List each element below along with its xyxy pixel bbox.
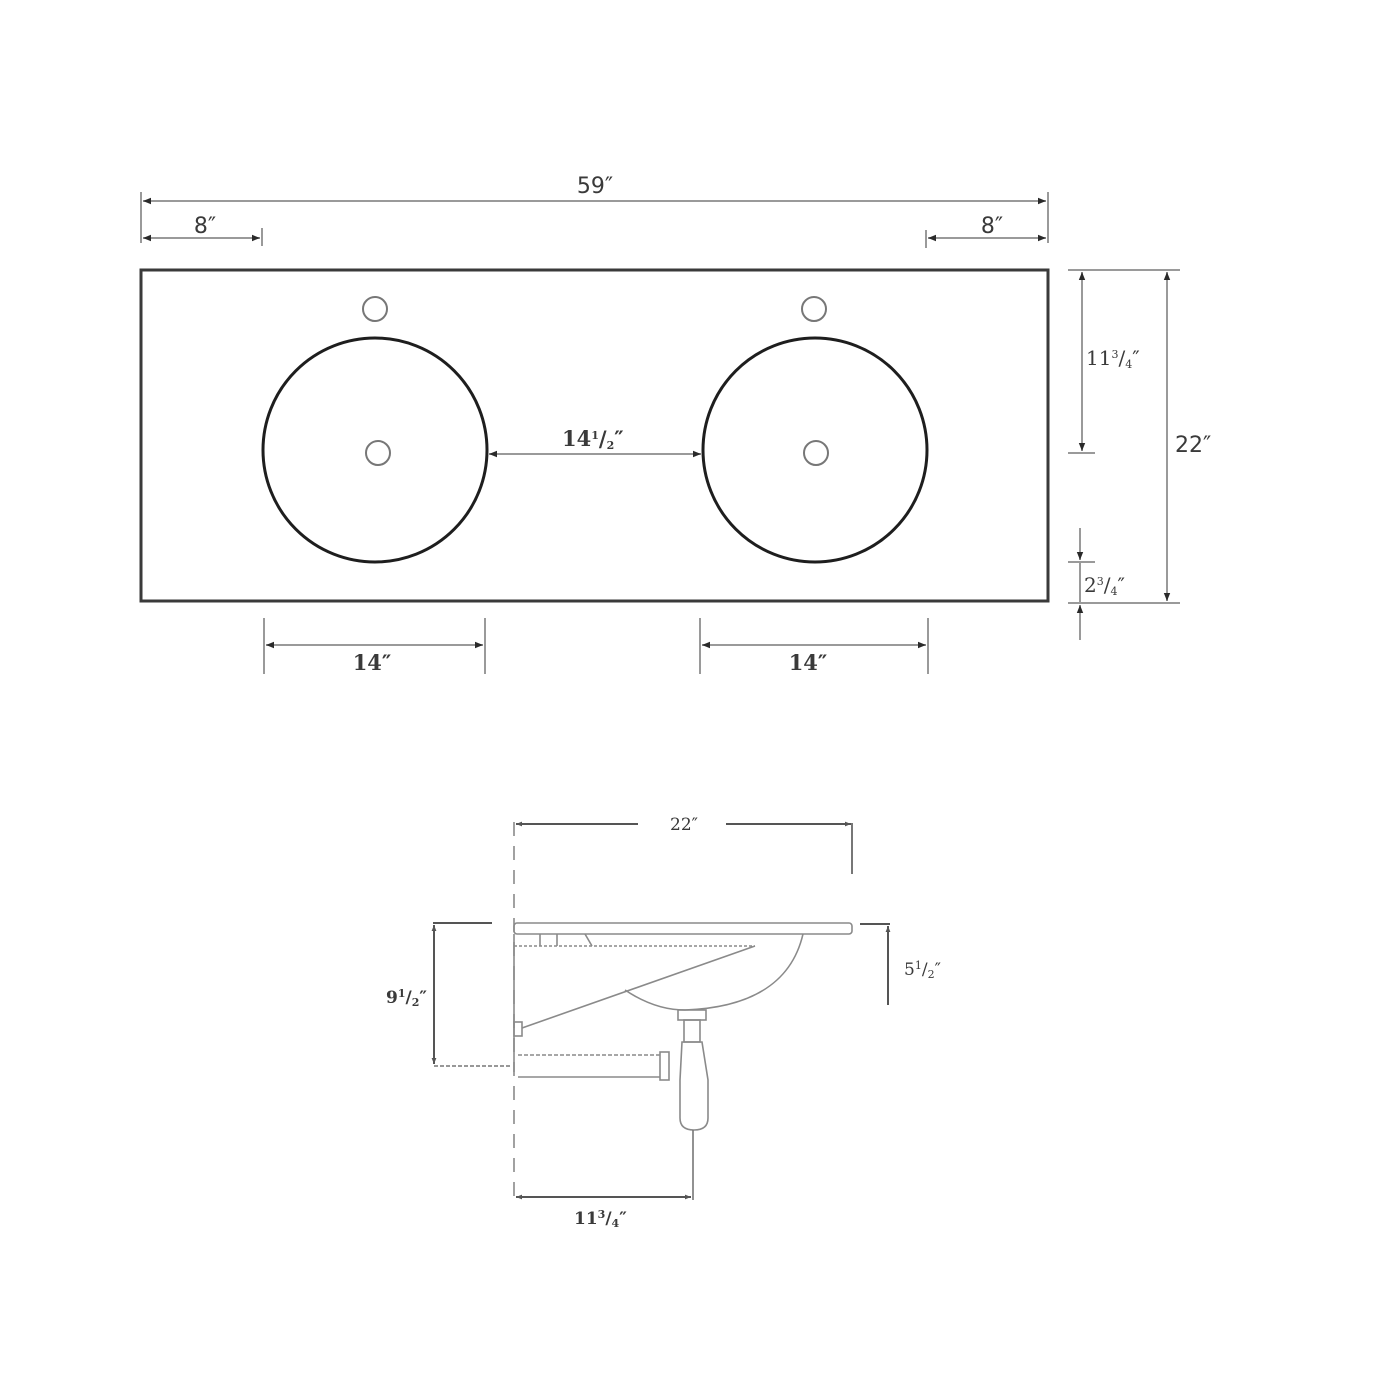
- dim-basin-depth: 51/2″: [860, 923, 941, 1005]
- dim-drain-from-back: 113/4″: [1068, 272, 1140, 454]
- right-basin: [701, 336, 929, 564]
- dim-overall-depth: 22″: [1068, 269, 1211, 604]
- label-drain-from-back: 113/4″: [1086, 346, 1140, 371]
- dim-basin-gap: 141/2″: [489, 426, 701, 458]
- dim-right-basin-width: 14″: [699, 618, 929, 675]
- top-view: 59″ 8″ 8″ 141/2″ 14″: [139, 174, 1211, 675]
- dim-trap-from-wall: 113/4″: [516, 1130, 694, 1230]
- dim-side-depth: 22″: [516, 815, 853, 874]
- dim-overall-width: 59″: [140, 174, 1049, 243]
- side-view: 22″ 51/2″ 91: [386, 815, 941, 1230]
- label-overall-depth: 22″: [1175, 433, 1211, 458]
- dim-right-faucet-offset: 8″: [925, 214, 1046, 248]
- label-left-faucet-offset: 8″: [194, 214, 216, 239]
- label-right-basin-width: 14″: [789, 650, 828, 675]
- dim-basin-to-front: 23/4″: [1068, 528, 1125, 640]
- dim-left-basin-width: 14″: [263, 618, 486, 675]
- left-basin: [261, 336, 489, 564]
- label-side-depth: 22″: [670, 815, 698, 835]
- label-basin-gap: 141/2″: [562, 426, 624, 452]
- label-trap-from-wall: 113/4″: [574, 1208, 627, 1230]
- left-faucet-hole-icon: [362, 296, 388, 322]
- left-drain-icon: [365, 440, 391, 466]
- label-basin-depth: 51/2″: [904, 959, 941, 981]
- dim-left-faucet-offset: 8″: [143, 214, 263, 246]
- label-right-faucet-offset: 8″: [981, 214, 1003, 239]
- side-countertop: [513, 922, 853, 935]
- right-drain-icon: [803, 440, 829, 466]
- label-outlet-height: 91/2″: [386, 987, 427, 1009]
- label-overall-width: 59″: [577, 174, 613, 199]
- countertop-outline: [139, 268, 1050, 603]
- dim-outlet-height: 91/2″: [386, 922, 512, 1067]
- label-basin-to-front: 23/4″: [1084, 573, 1125, 598]
- label-left-basin-width: 14″: [353, 650, 392, 675]
- right-faucet-hole-icon: [801, 296, 827, 322]
